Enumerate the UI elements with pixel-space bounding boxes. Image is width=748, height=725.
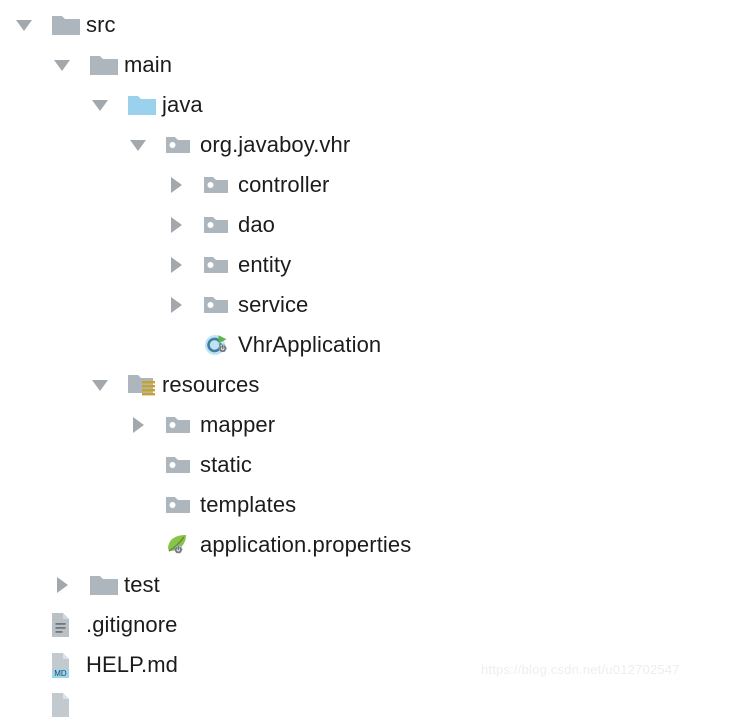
spring-boot-class-icon	[204, 325, 234, 365]
twisty-spacer	[128, 485, 148, 525]
tree-row-service[interactable]: service	[0, 285, 748, 325]
twisty-spacer	[14, 605, 34, 645]
tree-item-label: VhrApplication	[238, 332, 382, 357]
package-icon	[204, 285, 234, 325]
tree-row-VhrApplication[interactable]: VhrApplication	[0, 325, 748, 365]
tree-item-label: mapper	[200, 412, 276, 437]
tree-item-label: org.javaboy.vhr	[200, 132, 351, 157]
tree-row-templates[interactable]: templates	[0, 485, 748, 525]
package-icon	[166, 125, 196, 165]
tree-item-label: static	[200, 452, 252, 477]
folder-icon	[90, 45, 120, 85]
tree-row-controller[interactable]: controller	[0, 165, 748, 205]
chevron-right-icon[interactable]	[166, 245, 186, 285]
chevron-right-icon[interactable]	[166, 285, 186, 325]
chevron-right-icon[interactable]	[166, 205, 186, 245]
tree-row-entity[interactable]: entity	[0, 245, 748, 285]
file-icon	[52, 685, 82, 725]
tree-item-label: templates	[200, 492, 297, 517]
tree-row-HELP.md[interactable]: MD HELP.md	[0, 645, 748, 685]
chevron-down-icon[interactable]	[90, 85, 110, 125]
tree-item-label: dao	[238, 212, 276, 237]
chevron-right-icon[interactable]	[52, 565, 72, 605]
markdown-file-icon: MD	[52, 645, 82, 685]
folder-icon	[90, 565, 120, 605]
twisty-spacer	[128, 525, 148, 565]
tree-row-partial[interactable]	[0, 685, 748, 725]
text-file-icon	[52, 605, 82, 645]
tree-item-label: main	[124, 52, 173, 77]
svg-text:MD: MD	[54, 669, 67, 678]
resource-folder-icon	[128, 365, 158, 405]
tree-item-label: service	[238, 292, 309, 317]
tree-row-org.javaboy.vhr[interactable]: org.javaboy.vhr	[0, 125, 748, 165]
chevron-down-icon[interactable]	[52, 45, 72, 85]
tree-item-label: entity	[238, 252, 292, 277]
tree-row-mapper[interactable]: mapper	[0, 405, 748, 445]
tree-item-label: application.properties	[200, 532, 412, 557]
spring-properties-icon	[166, 525, 196, 565]
tree-item-label: java	[162, 92, 203, 117]
tree-row-main[interactable]: main	[0, 45, 748, 85]
package-icon	[166, 445, 196, 485]
package-icon	[166, 485, 196, 525]
tree-row-src[interactable]: src	[0, 5, 748, 45]
source-folder-icon	[128, 85, 158, 125]
tree-item-label: resources	[162, 372, 260, 397]
tree-row-test[interactable]: test	[0, 565, 748, 605]
package-icon	[166, 405, 196, 445]
folder-icon	[52, 5, 82, 45]
watermark: https://blog.csdn.net/u012702547	[481, 662, 680, 677]
twisty-spacer	[14, 685, 34, 725]
package-icon	[204, 245, 234, 285]
tree-row-resources[interactable]: resources	[0, 365, 748, 405]
tree-row-application.properties[interactable]: application.properties	[0, 525, 748, 565]
chevron-right-icon[interactable]	[166, 165, 186, 205]
twisty-spacer	[14, 645, 34, 685]
chevron-down-icon[interactable]	[128, 125, 148, 165]
package-icon	[204, 165, 234, 205]
tree-row-.gitignore[interactable]: .gitignore	[0, 605, 748, 645]
package-icon	[204, 205, 234, 245]
tree-row-java[interactable]: java	[0, 85, 748, 125]
tree-item-label: .gitignore	[86, 612, 178, 637]
tree-item-label: src	[86, 12, 116, 37]
tree-item-label: HELP.md	[86, 652, 179, 677]
tree-row-dao[interactable]: dao	[0, 205, 748, 245]
twisty-spacer	[166, 325, 186, 365]
chevron-right-icon[interactable]	[128, 405, 148, 445]
tree-item-label: test	[124, 572, 160, 597]
chevron-down-icon[interactable]	[90, 365, 110, 405]
tree-item-label: controller	[238, 172, 330, 197]
chevron-down-icon[interactable]	[14, 5, 34, 45]
twisty-spacer	[128, 445, 148, 485]
tree-row-static[interactable]: static	[0, 445, 748, 485]
